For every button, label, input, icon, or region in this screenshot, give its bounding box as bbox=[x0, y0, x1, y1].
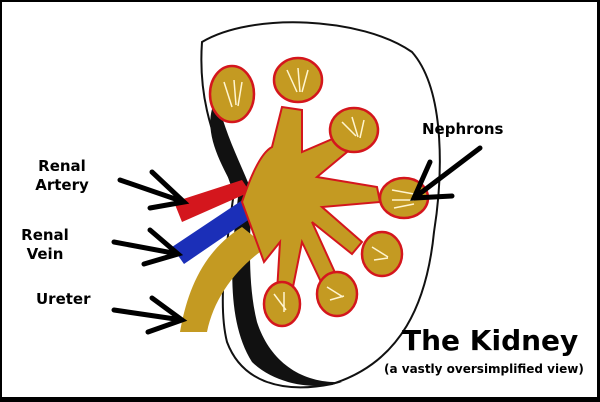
kidney-diagram: Renal Artery Renal Vein Ureter Nephrons … bbox=[2, 2, 597, 397]
label-line: Vein bbox=[26, 245, 64, 263]
label-line: Artery bbox=[35, 176, 89, 194]
renal-artery-arrow bbox=[117, 169, 190, 211]
renal-vein bbox=[172, 197, 260, 264]
nephrons-arrow bbox=[410, 145, 483, 201]
renal-artery bbox=[174, 180, 250, 222]
diagram-subtitle: (a vastly oversimplified view) bbox=[384, 362, 584, 376]
kidney-cortex-shadow bbox=[210, 97, 342, 386]
label-renal-artery: Renal Artery bbox=[22, 157, 102, 195]
nephron-lobes bbox=[208, 56, 430, 328]
ureter bbox=[180, 227, 267, 332]
label-renal-vein: Renal Vein bbox=[20, 226, 70, 264]
label-line: Renal bbox=[38, 157, 86, 175]
label-nephrons: Nephrons bbox=[422, 120, 504, 138]
diagram-title: The Kidney bbox=[402, 324, 579, 357]
arrows bbox=[111, 145, 483, 335]
ureter-arrow bbox=[111, 295, 188, 335]
label-line: Renal bbox=[21, 226, 69, 244]
renal-vein-arrow bbox=[111, 227, 184, 267]
label-ureter: Ureter bbox=[36, 290, 91, 308]
nephron-stripes bbox=[223, 67, 415, 312]
